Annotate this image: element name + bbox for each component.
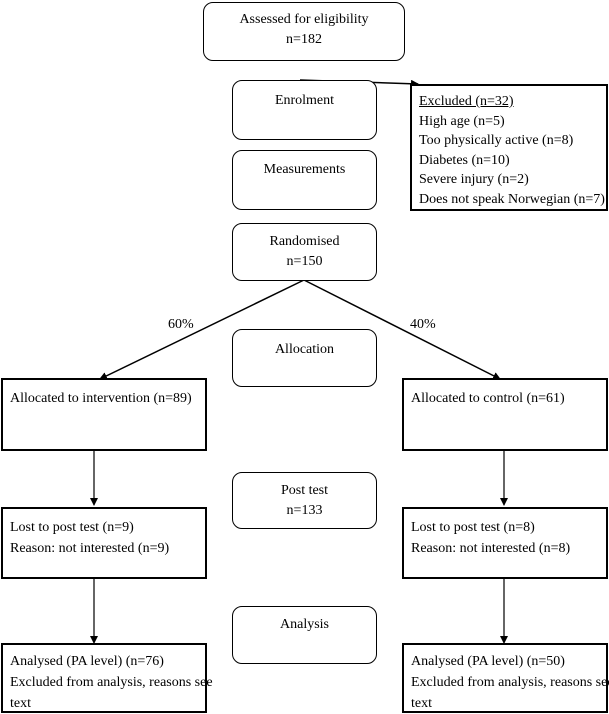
control-analysed-box: Analysed (PA level) (n=50) Excluded from…: [402, 643, 609, 713]
intervention-allocated-box: Allocated to intervention (n=89): [1, 378, 207, 451]
analysis-title: Analysis: [280, 617, 329, 632]
control-analysed-line: Analysed (PA level) (n=50): [411, 654, 565, 669]
excluded-box: Excluded (n=32) High age (n=5) Too physi…: [410, 84, 608, 211]
assessed-title: Assessed for eligibility: [239, 12, 369, 27]
analysis-box: Analysis: [232, 606, 377, 664]
allocation-title: Allocation: [274, 342, 335, 357]
assessed-box: Assessed for eligibility n=182: [203, 2, 405, 61]
control-lost-reason: Reason: not interested (n=8): [411, 541, 571, 556]
control-lost-line: Lost to post test (n=8): [411, 520, 535, 535]
intervention-excluded-line: Excluded from analysis, reasons see: [10, 675, 213, 690]
post-test-count: n=133: [286, 503, 323, 518]
excluded-reason: Does not speak Norwegian (n=7): [419, 191, 605, 207]
intervention-lost-box: Lost to post test (n=9) Reason: not inte…: [1, 507, 207, 579]
excluded-reason: Too physically active (n=8): [419, 133, 574, 148]
randomised-box: Randomised n=150: [232, 223, 377, 281]
intervention-analysed-box: Analysed (PA level) (n=76) Excluded from…: [1, 643, 213, 713]
intervention-analysed-line: Analysed (PA level) (n=76): [10, 654, 164, 669]
split-arrow-left: [99, 279, 305, 380]
randomised-count: n=150: [286, 254, 323, 269]
intervention-excluded-line-2: text: [10, 696, 31, 711]
intervention-lost-line: Lost to post test (n=9): [10, 520, 134, 535]
intervention-percent: 60%: [168, 317, 194, 332]
excluded-reason: Diabetes (n=10): [419, 152, 510, 168]
measurements-title: Measurements: [263, 162, 346, 177]
allocation-box: Allocation: [232, 329, 377, 387]
control-lost-box: Lost to post test (n=8) Reason: not inte…: [402, 507, 608, 579]
randomised-title: Randomised: [269, 234, 340, 249]
control-allocated-box: Allocated to control (n=61): [402, 378, 608, 451]
control-excluded-line-2: text: [411, 696, 432, 711]
control-excluded-line: Excluded from analysis, reasons see: [411, 675, 609, 690]
post-test-title: Post test: [280, 483, 329, 498]
control-allocated-text: Allocated to control (n=61): [411, 391, 565, 406]
assessed-count: n=182: [286, 32, 322, 47]
measurements-box: Measurements: [232, 150, 377, 210]
split-arrow-right: [303, 279, 501, 380]
intervention-allocated-text: Allocated to intervention (n=89): [10, 391, 192, 406]
enrolment-box: Enrolment: [232, 80, 377, 140]
enrolment-title: Enrolment: [274, 93, 335, 108]
control-percent: 40%: [410, 317, 436, 332]
excluded-reason: High age (n=5): [419, 113, 505, 129]
post-test-box: Post test n=133: [232, 472, 377, 529]
intervention-lost-reason: Reason: not interested (n=9): [10, 541, 170, 556]
excluded-heading: Excluded (n=32): [419, 94, 514, 109]
excluded-reason: Severe injury (n=2): [419, 172, 529, 187]
